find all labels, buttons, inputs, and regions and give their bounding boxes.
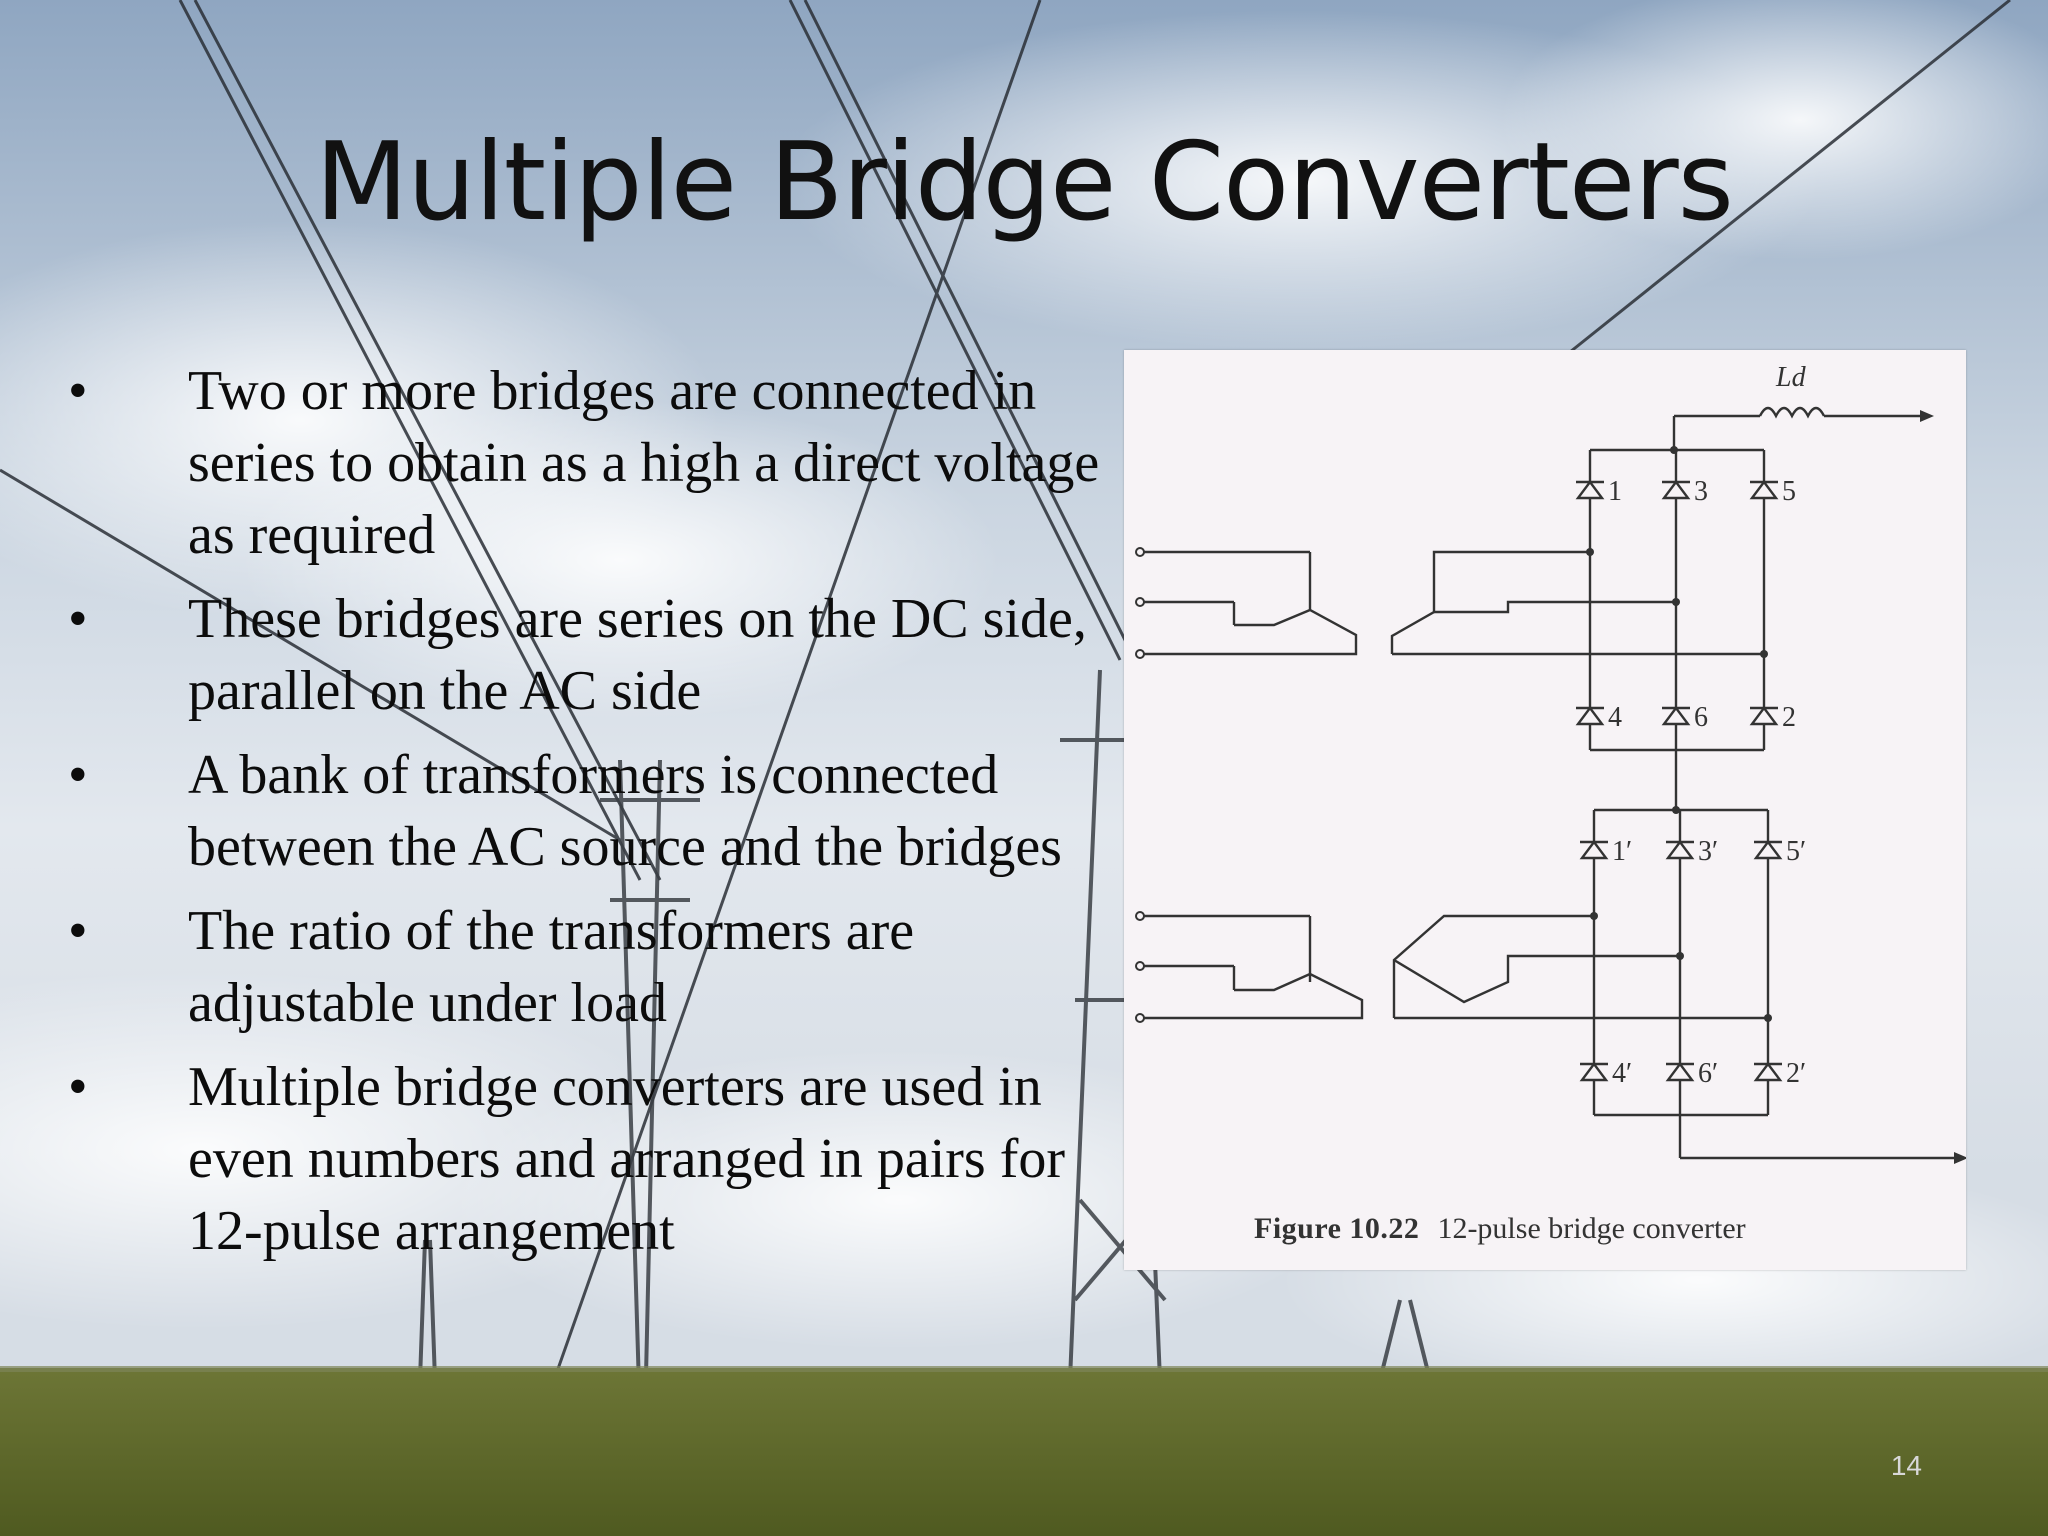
- valve-4-icon: [1575, 706, 1605, 726]
- bullet-item: • A bank of transformers is connected be…: [68, 739, 1128, 883]
- bullet-text: Multiple bridge converters are used in e…: [188, 1056, 1065, 1262]
- valve-label: 6′: [1698, 1058, 1718, 1089]
- bullet-item: • These bridges are series on the DC sid…: [68, 583, 1128, 727]
- valve-label: 5: [1782, 476, 1796, 507]
- figure-label: Figure 10.22: [1254, 1212, 1420, 1245]
- slide-title: Multiple Bridge Converters: [315, 120, 1734, 245]
- circuit-figure: Ld 1 3 5 4 6 2 1′ 3′ 5′ 4′ 6′ 2′ Figure …: [1124, 350, 1966, 1270]
- valve-5-icon: [1749, 480, 1779, 500]
- valve-2p-icon: [1753, 1062, 1783, 1082]
- bullet-text: These bridges are series on the DC side,…: [188, 588, 1087, 722]
- bullet-list: • Two or more bridges are connected in s…: [68, 355, 1128, 1279]
- valve-label: 6: [1694, 702, 1708, 733]
- bridge-converter-diagram: Ld 1 3 5 4 6 2 1′ 3′ 5′ 4′ 6′ 2′: [1135, 362, 1966, 1164]
- valve-label: 1: [1608, 476, 1622, 507]
- bullet-symbol: •: [68, 900, 88, 962]
- valve-label: 3′: [1698, 836, 1718, 867]
- valve-label: 2: [1782, 702, 1796, 733]
- valve-label: 4: [1608, 702, 1622, 733]
- valve-label: 5′: [1786, 836, 1806, 867]
- inductor-label: Ld: [1775, 362, 1807, 393]
- caption-text: 12-pulse bridge converter: [1437, 1212, 1746, 1245]
- valve-3-icon: [1661, 480, 1691, 500]
- bullet-text: Two or more bridges are connected in ser…: [188, 360, 1100, 566]
- page-number: 14: [1890, 1450, 1922, 1481]
- valve-3p-icon: [1665, 840, 1695, 860]
- valve-label: 3: [1694, 476, 1708, 507]
- valve-5p-icon: [1753, 840, 1783, 860]
- bullet-symbol: •: [68, 744, 88, 806]
- bullet-text: A bank of transformers is connected betw…: [188, 744, 1062, 878]
- bullet-item: • Two or more bridges are connected in s…: [68, 355, 1128, 571]
- bullet-item: • Multiple bridge converters are used in…: [68, 1051, 1128, 1267]
- bullet-item: • The ratio of the transformers are adju…: [68, 895, 1128, 1039]
- valve-6-icon: [1661, 706, 1691, 726]
- bullet-symbol: •: [68, 588, 88, 650]
- bullet-text: The ratio of the transformers are adjust…: [188, 900, 915, 1034]
- valve-1-icon: [1575, 480, 1605, 500]
- figure-caption: Figure 10.22 12-pulse bridge converter: [1254, 1212, 1746, 1246]
- valve-label: 4′: [1612, 1058, 1632, 1089]
- valve-2-icon: [1749, 706, 1779, 726]
- valve-6p-icon: [1665, 1062, 1695, 1082]
- bullet-symbol: •: [68, 360, 88, 422]
- valve-label: 1′: [1612, 836, 1632, 867]
- bullet-symbol: •: [68, 1056, 88, 1118]
- valve-4p-icon: [1579, 1062, 1609, 1082]
- valve-1p-icon: [1579, 840, 1609, 860]
- valve-label: 2′: [1786, 1058, 1806, 1089]
